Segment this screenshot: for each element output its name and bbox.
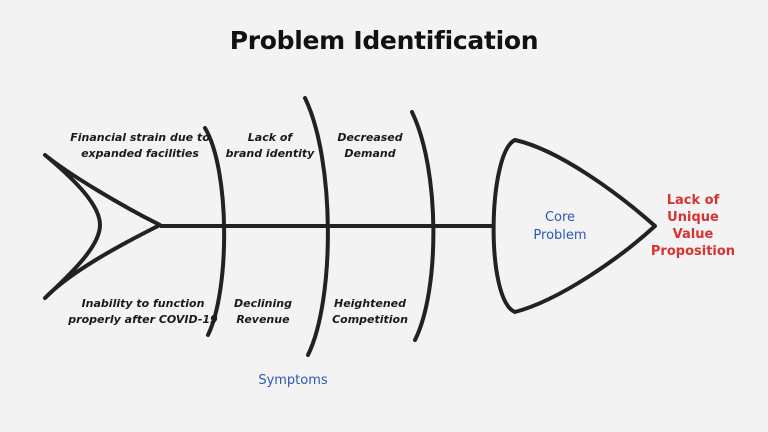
- cause-brand-identity: Lack of brand identity: [225, 131, 315, 160]
- effect-label: Lack of Unique Value Proposition: [650, 193, 736, 259]
- cause-declining-revenue: Declining Revenue: [234, 297, 292, 326]
- fish-rib-3: [410, 110, 436, 342]
- fish-tail: [43, 153, 162, 300]
- cause-covid-inability: Inability to function properly after COV…: [68, 297, 218, 326]
- cause-financial-strain: Financial strain due to expanded facilit…: [70, 131, 210, 160]
- symptoms-label: Symptoms: [258, 373, 328, 388]
- page-title: Problem Identification: [229, 26, 539, 55]
- fish-rib-2: [303, 96, 330, 357]
- fish-head: [491, 138, 657, 314]
- fish-rib-1: [203, 126, 227, 337]
- cause-heightened-competition: Heightened Competition: [332, 297, 408, 326]
- cause-decreased-demand: Decreased Demand: [337, 131, 403, 160]
- core-problem-label: Core Problem: [533, 210, 587, 243]
